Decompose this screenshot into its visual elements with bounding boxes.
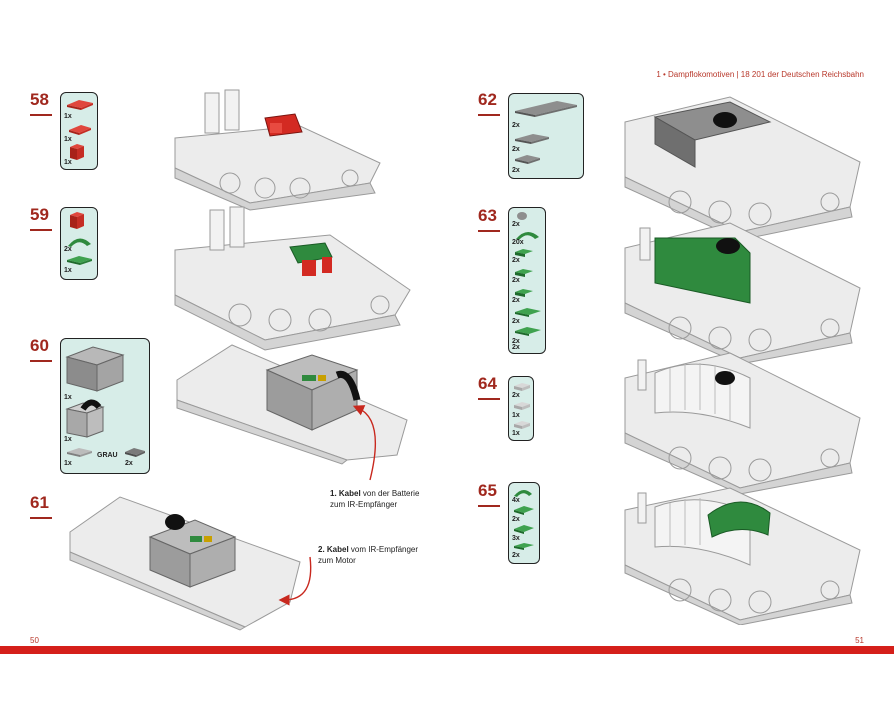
qty-label: 20x (512, 239, 524, 246)
qty-label: 2x (512, 392, 520, 399)
qty-label: 2x (512, 257, 520, 264)
green-curved-brick (514, 489, 532, 497)
step-number-65: 65 (478, 481, 500, 507)
step-number-62: 62 (478, 90, 500, 116)
callout-1-line2: zum IR-Empfänger (330, 500, 398, 509)
step-number-60: 60 (30, 336, 52, 362)
green-plate-part (515, 327, 541, 336)
green-plate-brick (67, 256, 92, 265)
qty-label: 2x (512, 552, 520, 559)
callout-1-text: von der Batterie (360, 489, 420, 498)
battery-box-part (65, 346, 125, 392)
small-grey-round-part (517, 212, 527, 220)
parts-box-63: 2x 20x 2x 2x 2x 2x 2x 2x (508, 207, 546, 354)
callout-1-bold: 1. Kabel (330, 489, 361, 498)
ir-receiver-part (65, 399, 105, 438)
qty-label: 2x (512, 277, 520, 284)
green-plate-part (514, 506, 534, 515)
green-curved-brick (68, 238, 91, 247)
small-grey-plate-part (515, 155, 540, 164)
green-tile-part (514, 543, 534, 550)
locomotive-illustration-61 (69, 496, 301, 631)
qty-label: 1x (512, 430, 520, 437)
callout-2-line2: zum Motor (318, 556, 356, 565)
locomotive-illustration-65 (624, 487, 861, 625)
callout-cable-2: 2. Kabel vom IR-Empfänger zum Motor (318, 544, 418, 566)
green-plate-part (515, 308, 541, 317)
color-label-grau: GRAU (97, 452, 118, 459)
grey-plate-part (67, 448, 92, 457)
step-number-63: 63 (478, 206, 500, 232)
green-tile-part (515, 249, 533, 257)
grey-plate-part (515, 134, 549, 144)
qty-label: 2x (512, 122, 520, 129)
parts-box-64: 2x 1x 1x (508, 376, 534, 441)
locomotive-illustration-62 (624, 96, 861, 241)
qty-label: 1x (64, 113, 72, 120)
cable-arrows (278, 405, 376, 606)
red-plate-brick (67, 100, 93, 110)
callout-2-text: vom IR-Empfänger (348, 545, 419, 554)
qty-label: 2x (512, 516, 520, 523)
parts-box-58: 1x 1x 1x (60, 92, 98, 170)
light-grey-brick-part (514, 383, 530, 391)
qty-label: 2x (512, 146, 520, 153)
red-brick (70, 212, 84, 229)
qty-label: 3x (512, 535, 520, 542)
callout-2-bold: 2. Kabel (318, 545, 349, 554)
qty-label: 2x (125, 460, 133, 467)
locomotive-illustration-63 (624, 222, 861, 365)
qty-label: 1x (64, 436, 72, 443)
qty-label: 2x (512, 221, 520, 228)
red-slope-brick (69, 125, 91, 135)
locomotive-illustration-60 (176, 344, 408, 465)
parts-box-65: 4x 2x 3x 2x (508, 482, 540, 564)
footer-red-bar (0, 646, 894, 654)
long-grey-plate-part (515, 101, 577, 117)
parts-box-59: 2x 1x (60, 207, 98, 280)
qty-label: 2x (512, 344, 520, 351)
page-number-left: 50 (30, 636, 39, 645)
step-number-61: 61 (30, 493, 52, 519)
dark-grey-plate-part (125, 448, 145, 457)
step-number-58: 58 (30, 90, 52, 116)
locomotive-illustration-64 (624, 352, 861, 495)
step-number-64: 64 (478, 374, 500, 400)
qty-label: 2x (512, 167, 520, 174)
chapter-header: 1 • Dampflokomotiven | 18 201 der Deutsc… (656, 70, 864, 79)
qty-label: 1x (64, 136, 72, 143)
qty-label: 1x (64, 394, 72, 401)
parts-box-60: 1x 1x 1x GRAU 2x (60, 338, 150, 474)
qty-label: 1x (64, 267, 72, 274)
locomotive-illustration-58 (174, 89, 381, 211)
callout-cable-1: 1. Kabel von der Batterie zum IR-Empfäng… (330, 488, 419, 510)
qty-label: 4x (512, 497, 520, 504)
page-number-right: 51 (855, 636, 864, 645)
qty-label: 2x (512, 297, 520, 304)
green-tile-part (515, 269, 533, 277)
green-plate-part (514, 525, 534, 534)
step-number-59: 59 (30, 205, 52, 231)
qty-label: 1x (64, 159, 72, 166)
green-curved-brick (516, 231, 539, 240)
locomotive-illustration-59 (174, 206, 411, 351)
green-tile-part (515, 289, 533, 297)
qty-label: 1x (512, 412, 520, 419)
parts-box-62: 2x 2x 2x (508, 93, 584, 179)
light-grey-brick-part (514, 402, 530, 410)
qty-label: 2x (64, 246, 72, 253)
red-brick (70, 144, 84, 160)
qty-label: 2x (512, 318, 520, 325)
qty-label: 1x (64, 460, 72, 467)
qty-label: 2x (512, 338, 520, 345)
light-grey-brick-part (514, 421, 530, 429)
